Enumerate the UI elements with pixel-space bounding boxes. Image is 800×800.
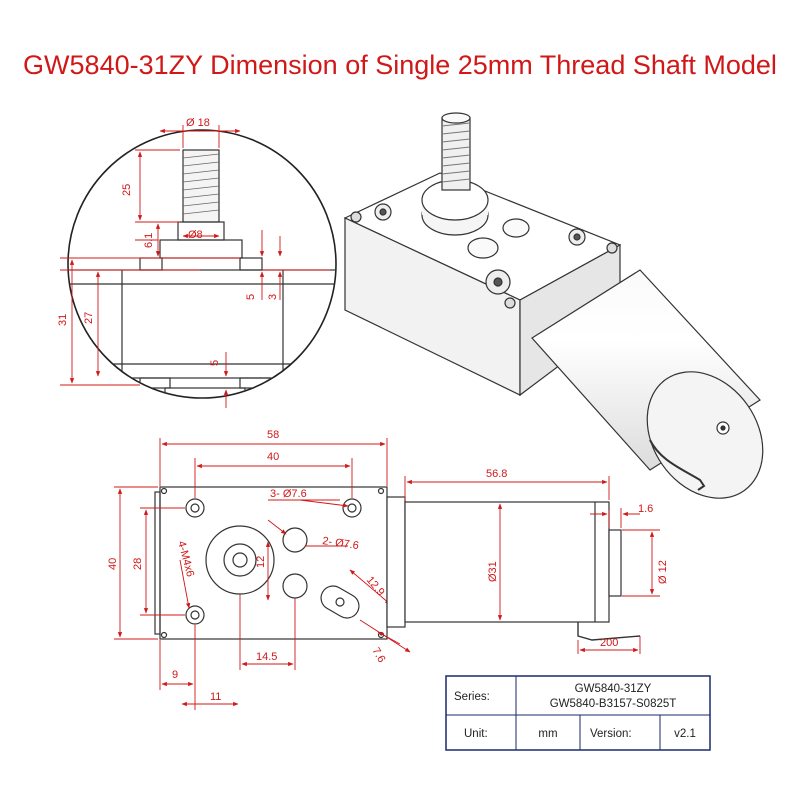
dim-bottom-boss: 5	[209, 360, 221, 366]
version-label: Version:	[590, 728, 632, 740]
series-value-2: GW5840-B3157-S0825T	[550, 698, 677, 710]
dim-shaft-step: 1.6	[638, 503, 653, 515]
dim-holes-a: 3- Ø7.6	[270, 488, 307, 500]
dim-height-inner: 28	[132, 558, 144, 570]
front-view: 58 40 40 28 9 11 14.5 12 3- Ø7.6 2- Ø7.6…	[107, 429, 411, 710]
dim-width-overall: 58	[267, 429, 279, 441]
dim-thread-length: 25	[121, 184, 133, 196]
dim-hole-spacing: 40	[267, 451, 279, 463]
dim-thread-diameter: Ø8	[188, 229, 203, 241]
dim-shaft-offset-b: 11	[210, 691, 221, 703]
dim-overall-height: 31	[57, 314, 69, 326]
dim-shaft-offset-x: 9	[172, 669, 178, 681]
dim-boss-a: 5	[245, 294, 257, 300]
iso-view	[343, 112, 764, 499]
unit-label: Unit:	[464, 728, 488, 740]
series-label: Series:	[454, 691, 490, 703]
version-value: v2.1	[674, 728, 696, 740]
dim-shaft-to-pin: 14.5	[256, 651, 277, 663]
series-value-1: GW5840-31ZY	[575, 683, 652, 695]
dim-shaft-diameter: Ø 18	[186, 117, 210, 129]
diagram-title: GW5840-31ZY Dimension of Single 25mm Thr…	[23, 50, 777, 80]
dim-boss-offset: 12	[255, 556, 267, 568]
dim-holes-b: 2- Ø7.6	[322, 535, 360, 552]
dim-collar-height: 6.1	[143, 233, 155, 248]
dim-motor-diameter: Ø31	[487, 561, 499, 582]
dim-height-overall: 40	[107, 558, 119, 570]
side-view: 56.8 Ø31 1.6 Ø 12 200	[386, 468, 669, 654]
dim-body-height: 27	[83, 312, 95, 324]
dim-lead-length: 200	[600, 637, 618, 649]
dim-motor-length: 56.8	[486, 468, 507, 480]
detail-view: Ø 18 25 6.1 Ø8 5 3 31 27 5	[57, 117, 337, 408]
title-block: Series: GW5840-31ZY GW5840-B3157-S0825T …	[445, 675, 711, 751]
unit-value: mm	[538, 728, 557, 740]
dim-boss-b: 3	[267, 294, 279, 300]
dim-slot-width: 7.6	[369, 646, 387, 665]
dim-end-diameter: Ø 12	[657, 560, 669, 584]
